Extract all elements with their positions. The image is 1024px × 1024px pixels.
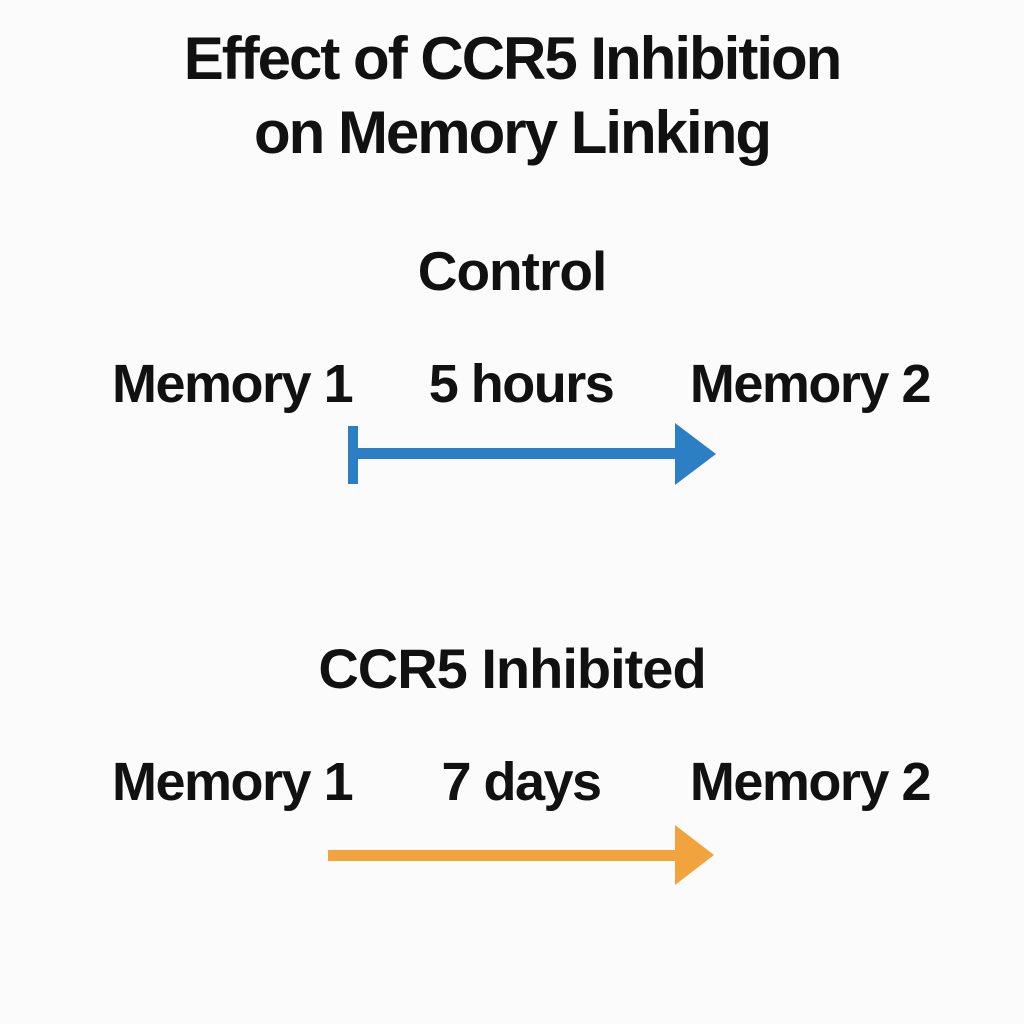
control-arrow-shaft <box>352 448 680 459</box>
control-arrow-head <box>675 423 716 485</box>
diagram-title-line1: Effect of CCR5 Inhibition <box>183 25 843 92</box>
diagram-title: Effect of CCR5 Inhibition on Memory Link… <box>0 22 1024 170</box>
inhibited-label-row: Memory 1 7 days Memory 2 <box>112 750 932 814</box>
inhibited-memory2-label: Memory 2 <box>689 752 932 812</box>
inhibited-timeline-arrow-icon <box>328 825 714 885</box>
control-interval-label: 5 hours <box>428 354 615 414</box>
inhibited-arrow-head <box>675 825 714 885</box>
inhibited-arrow-shaft <box>328 850 678 861</box>
control-section-heading: Control <box>417 240 608 302</box>
inhibited-memory1-label: Memory 1 <box>112 752 354 812</box>
control-memory1-label: Memory 1 <box>112 354 354 414</box>
diagram-title-line2: on Memory Linking <box>253 99 772 166</box>
control-timeline-arrow-icon <box>348 423 716 485</box>
inhibited-section-heading: CCR5 Inhibited <box>318 637 706 700</box>
control-memory2-label: Memory 2 <box>689 354 932 414</box>
inhibited-interval-label: 7 days <box>441 752 602 812</box>
control-label-row: Memory 1 5 hours Memory 2 <box>112 352 932 416</box>
